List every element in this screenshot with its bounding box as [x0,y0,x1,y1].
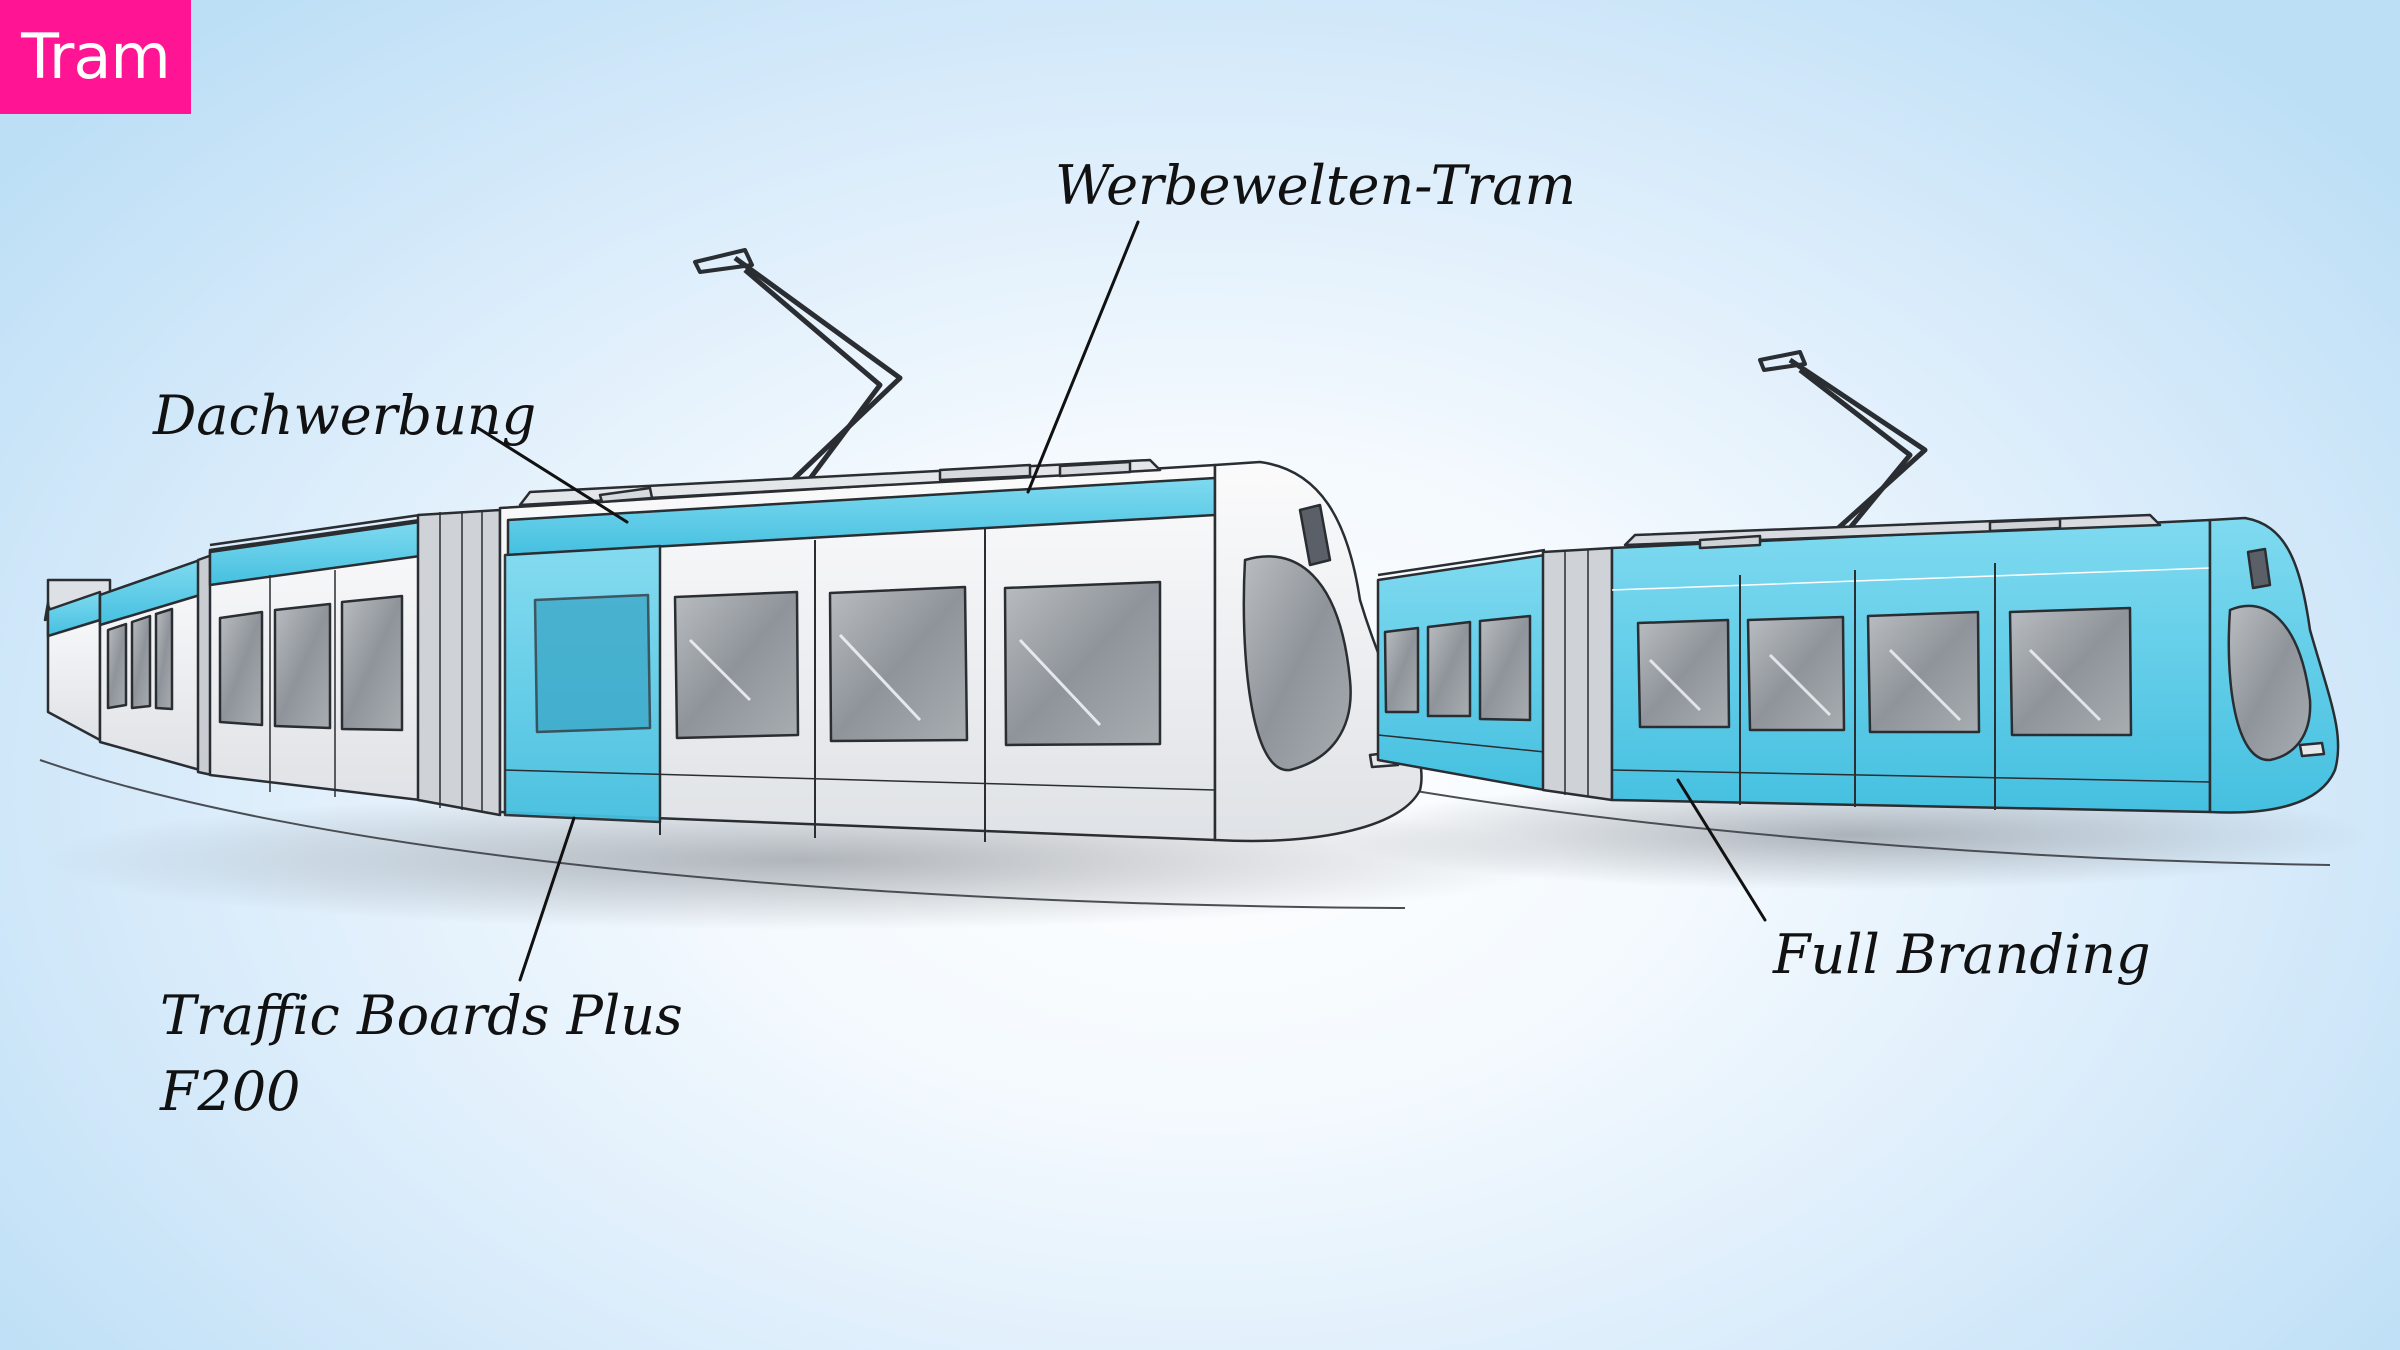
callout-lines [476,220,1767,982]
label-traffic-boards-plus: Traffic Boards Plus F200 [160,978,683,1130]
callout-line-werbewelten [1026,220,1140,494]
callout-line-full-branding [1676,778,1767,922]
right-tram [1376,350,2340,814]
label-werbewelten-tram: Werbewelten-Tram [1055,154,1576,217]
left-pantograph [693,248,903,494]
left-tram [43,248,1423,843]
label-full-branding: Full Branding [1773,923,2151,986]
callout-line-traffic-boards [518,816,576,982]
right-pantograph [1758,350,1928,542]
label-dachwerbung: Dachwerbung [153,384,537,447]
track-line-right [1299,769,2331,866]
category-tag: Tram [0,0,191,114]
label-traffic-boards-line1: Traffic Boards Plus [160,984,683,1047]
callout-line-dachwerbung [476,426,629,524]
track-line [39,759,1406,909]
label-traffic-boards-line2: F200 [160,1060,301,1123]
